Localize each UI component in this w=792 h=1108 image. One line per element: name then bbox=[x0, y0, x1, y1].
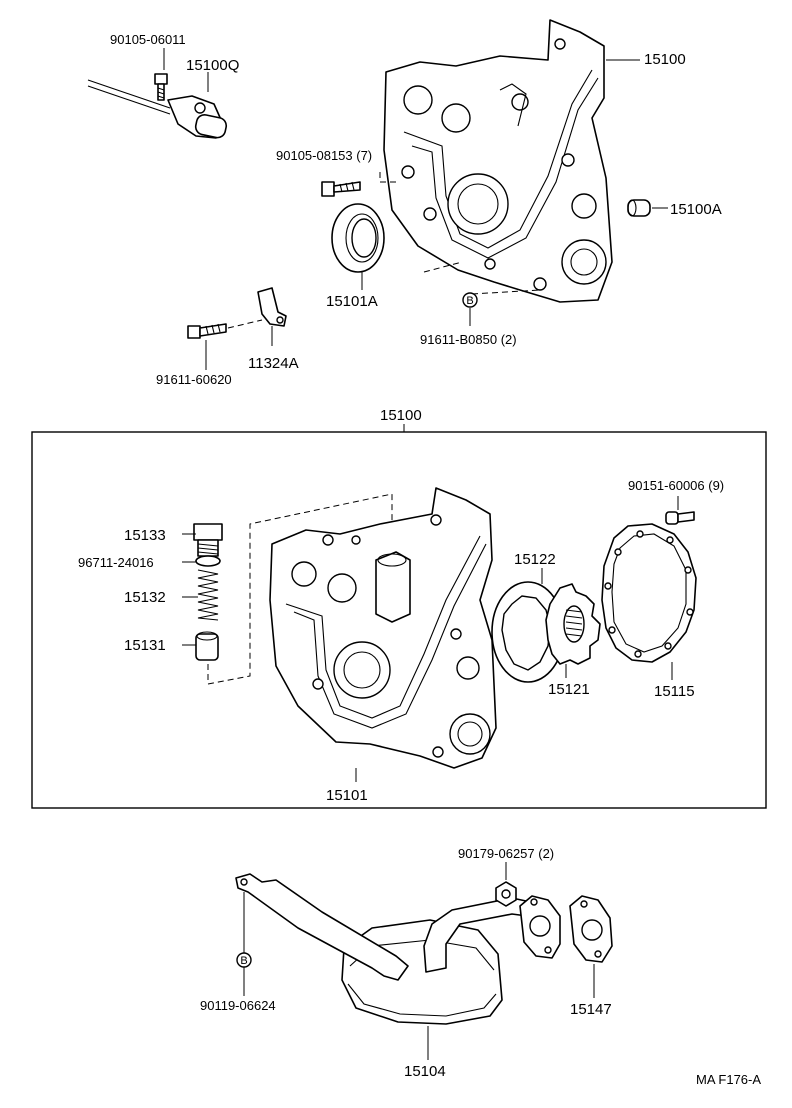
label-90151-60006: 90151-60006 (9) bbox=[628, 478, 724, 493]
valve-15131 bbox=[195, 631, 219, 661]
bolt-91611-60620 bbox=[187, 319, 263, 339]
label-90105-06011: 90105-06011 bbox=[110, 32, 186, 47]
nut-90179-06257 bbox=[495, 881, 517, 907]
label-91611-b0850: 91611-B0850 (2) bbox=[420, 332, 517, 347]
label-90105-08153: 90105-08153 (7) bbox=[276, 148, 372, 163]
bolt-90105-06011 bbox=[154, 73, 168, 101]
label-15147: 15147 bbox=[570, 1001, 612, 1018]
label-15100a: 15100A bbox=[670, 201, 722, 218]
marker-b-upper: B bbox=[462, 292, 478, 308]
bracket-11324a bbox=[257, 287, 287, 327]
label-15133: 15133 bbox=[124, 527, 166, 544]
gasket-15147 bbox=[569, 895, 613, 963]
sensor-15100q bbox=[87, 79, 228, 139]
label-11324a: 11324A bbox=[248, 355, 299, 372]
label-15122: 15122 bbox=[514, 551, 556, 568]
bolt-90105-08153 bbox=[321, 172, 396, 197]
label-90119-06624: 90119-06624 bbox=[200, 998, 276, 1013]
gasket-96711-24016 bbox=[195, 555, 221, 567]
label-15100-group: 15100 bbox=[380, 407, 422, 424]
pump-cover-15115 bbox=[601, 523, 697, 663]
label-90179-06257: 90179-06257 (2) bbox=[458, 846, 554, 861]
oil-seal-15101a bbox=[331, 203, 385, 273]
screw-90151-60006 bbox=[665, 511, 695, 525]
label-15101: 15101 bbox=[326, 787, 368, 804]
relief-plug-15133 bbox=[193, 523, 223, 557]
label-96711-24016: 96711-24016 bbox=[78, 555, 154, 570]
label-15132: 15132 bbox=[124, 589, 166, 606]
label-15121: 15121 bbox=[548, 681, 590, 698]
oil-pump-body-15101 bbox=[269, 487, 497, 769]
label-91611-60620: 91611-60620 bbox=[156, 372, 232, 387]
label-15100-top: 15100 bbox=[644, 51, 686, 68]
label-15115: 15115 bbox=[654, 683, 695, 700]
label-15131: 15131 bbox=[124, 637, 166, 654]
oil-strainer-15104 bbox=[235, 873, 561, 1025]
spring-15132 bbox=[197, 569, 219, 621]
drive-rotor-15121 bbox=[545, 583, 601, 665]
timing-cover-upper bbox=[383, 19, 613, 303]
svg-text:B: B bbox=[240, 955, 247, 967]
drawing-code: MA F176-A bbox=[696, 1072, 761, 1087]
svg-text:B: B bbox=[466, 295, 473, 307]
label-15101a: 15101A bbox=[326, 293, 378, 310]
stud-15100a bbox=[627, 199, 651, 217]
marker-b-lower: B bbox=[236, 952, 252, 968]
assembly-group-box bbox=[31, 431, 767, 809]
label-15104: 15104 bbox=[404, 1063, 446, 1080]
label-15100q: 15100Q bbox=[186, 57, 239, 74]
